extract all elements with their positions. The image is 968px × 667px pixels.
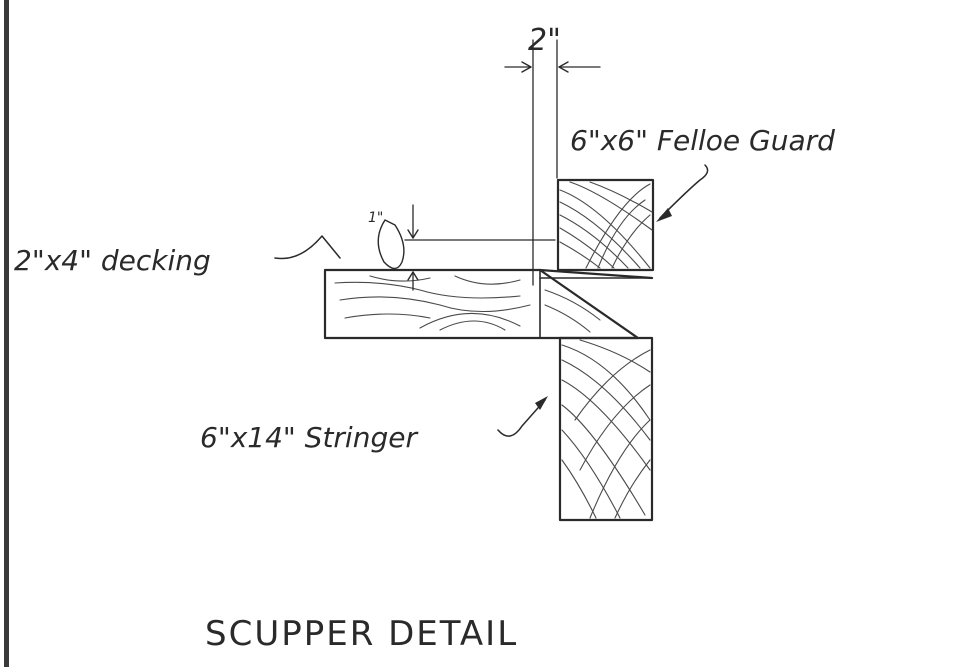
sheet-border-left <box>4 0 9 667</box>
decking-board <box>323 268 654 340</box>
stringer-post <box>558 336 654 522</box>
small-dimension-label: 1" <box>368 210 383 226</box>
felloe-guard-leader <box>656 164 709 222</box>
decking-leader <box>274 235 341 260</box>
decking-label: 2"x4" decking <box>14 244 211 277</box>
decking-offset-dimension: 1" <box>368 204 556 291</box>
drawing-title: SCUPPER DETAIL <box>205 614 518 654</box>
gap-dimension-label: 2" <box>528 23 561 58</box>
felloe-guard-block <box>556 178 655 272</box>
stringer-label: 6"x14" Stringer <box>200 421 418 454</box>
stringer-leader <box>497 396 548 437</box>
gap-dimension: 2" <box>504 23 601 286</box>
felloe-guard-label: 6"x6" Felloe Guard <box>570 124 835 157</box>
